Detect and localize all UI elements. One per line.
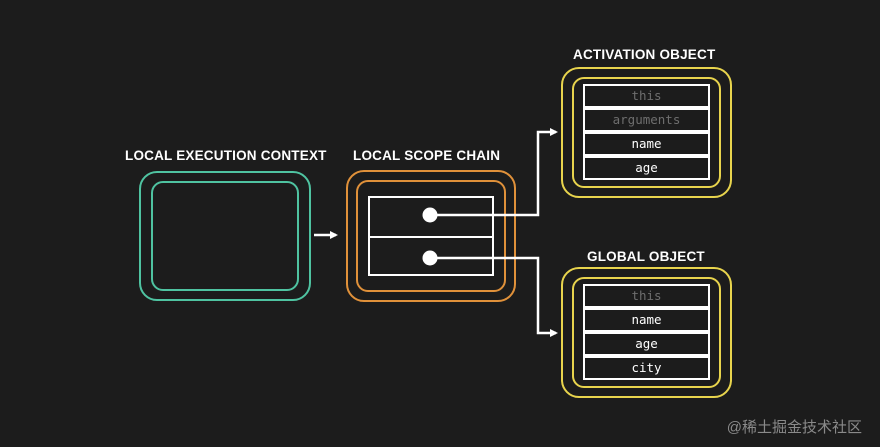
local-execution-context-label: LOCAL EXECUTION CONTEXT [125,148,327,163]
scope-chain-slot-2 [368,236,494,276]
execution-context-outer-frame [139,171,311,301]
watermark: @稀土掘金技术社区 [726,419,862,436]
execution-context-inner-frame [151,181,299,291]
scope-chain-inner-frame [356,180,506,292]
global-row-name: name [583,308,710,332]
activation-row-arguments: arguments [583,108,710,132]
global-row-this: this [583,284,710,308]
global-row-age: age [583,332,710,356]
global-object-outer-frame [561,267,732,398]
activation-row-this: this [583,84,710,108]
activation-object-label: ACTIVATION OBJECT [573,47,716,62]
scope-chain-outer-frame [346,170,516,302]
scope-to-global-arrow [430,256,558,337]
scope-pointer-dot-2 [422,250,438,266]
scope-to-activation-arrow [430,128,558,217]
activation-row-name: name [583,132,710,156]
global-row-city: city [583,356,710,380]
activation-object-outer-frame [561,67,732,198]
activation-row-age: age [583,156,710,180]
global-object-inner-frame [572,277,721,388]
scope-pointer-dot-1 [422,207,438,223]
activation-object-inner-frame [572,77,721,188]
global-object-label: GLOBAL OBJECT [587,249,705,264]
local-scope-chain-label: LOCAL SCOPE CHAIN [353,148,501,163]
